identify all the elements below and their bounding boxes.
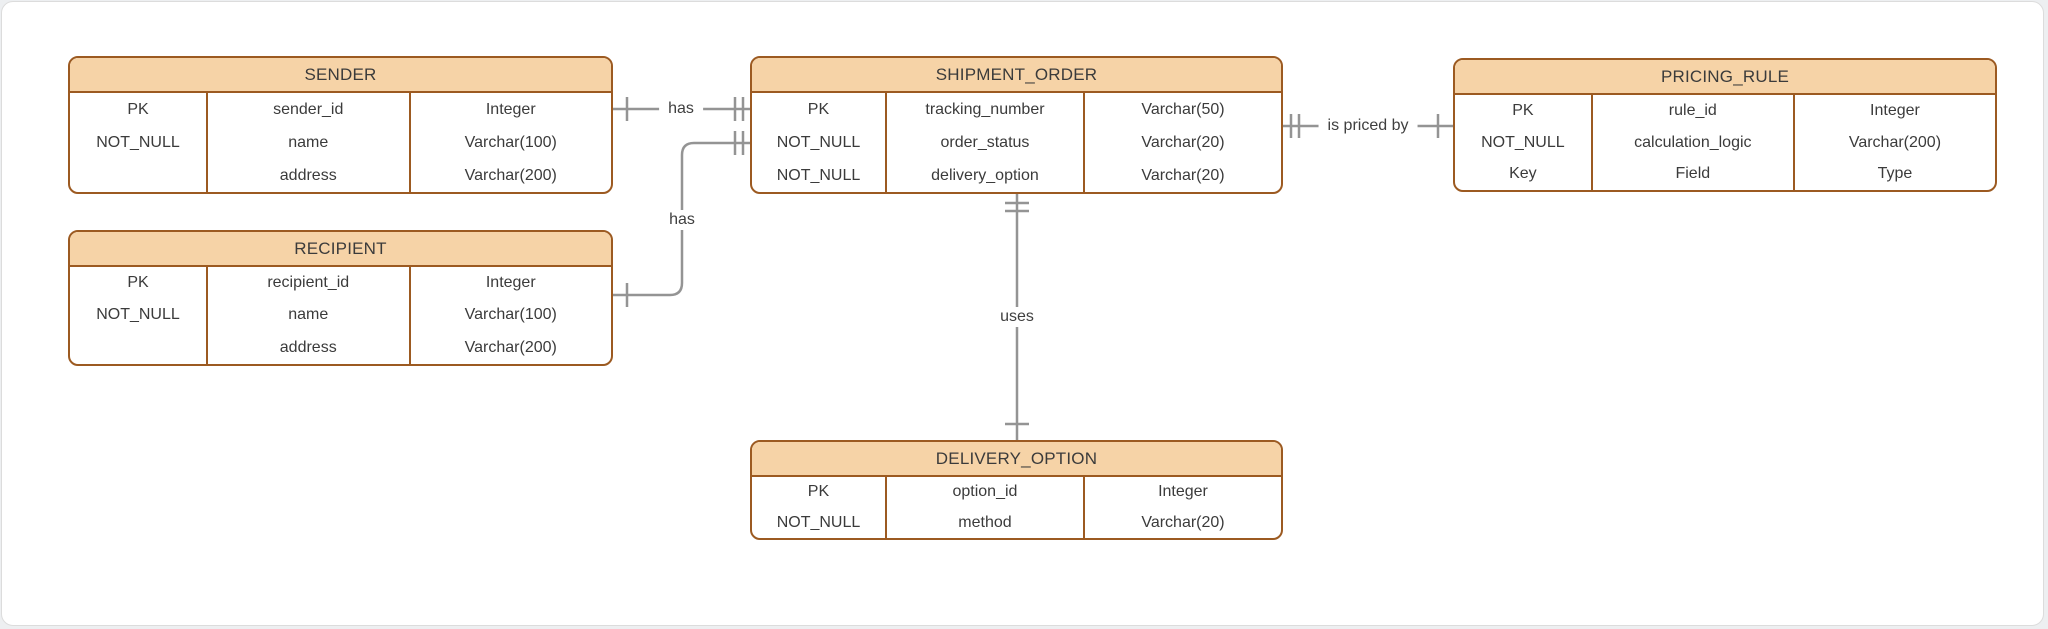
entity-pricing-rule[interactable]: PRICING_RULE PK NOT_NULL Key rule_id cal… — [1453, 58, 1997, 192]
cardinality-double-tick — [1005, 201, 1029, 213]
key-cell: NOT_NULL — [776, 166, 861, 184]
field-cell: address — [279, 166, 337, 184]
key-cell: NOT_NULL — [776, 513, 861, 531]
key-cell: PK — [127, 100, 149, 118]
type-cell: Varchar(100) — [464, 306, 557, 324]
cardinality-double-tick — [733, 97, 745, 121]
field-cell: address — [279, 338, 337, 356]
type-cell: Integer — [1870, 101, 1920, 119]
column-keys: PK NOT_NULL Key — [1455, 95, 1591, 190]
column-types: Integer Varchar(100) Varchar(200) — [408, 267, 612, 364]
column-keys: PK NOT_NULL NOT_NULL — [752, 93, 885, 192]
field-cell: recipient_id — [267, 274, 350, 292]
column-fields: recipient_id name address — [206, 267, 409, 364]
key-cell: PK — [127, 274, 149, 292]
field-cell: sender_id — [273, 100, 344, 118]
entity-recipient-body: PK NOT_NULL recipient_id name address In… — [70, 267, 611, 364]
type-cell: Varchar(200) — [464, 338, 557, 356]
field-cell: Field — [1675, 165, 1711, 183]
field-cell: name — [288, 133, 329, 151]
type-cell: Varchar(50) — [1141, 100, 1225, 118]
column-types: Integer Varchar(100) Varchar(200) — [408, 93, 612, 192]
cardinality-double-tick — [1289, 114, 1301, 138]
type-cell: Varchar(20) — [1141, 513, 1225, 531]
column-keys: PK NOT_NULL — [70, 267, 206, 364]
entity-delivery-option-title: DELIVERY_OPTION — [752, 442, 1281, 477]
type-cell: Integer — [485, 274, 536, 292]
key-cell: NOT_NULL — [776, 133, 861, 151]
field-cell: calculation_logic — [1634, 133, 1752, 151]
column-fields: option_id method — [884, 477, 1083, 538]
field-cell: option_id — [952, 483, 1018, 501]
column-fields: tracking_number order_status delivery_op… — [884, 93, 1083, 192]
column-keys: PK NOT_NULL — [70, 93, 206, 192]
type-cell: Integer — [1158, 483, 1208, 501]
type-cell: Varchar(200) — [464, 166, 557, 184]
type-cell: Varchar(20) — [1141, 166, 1225, 184]
key-cell: PK — [1512, 101, 1534, 119]
column-fields: rule_id calculation_logic Field — [1590, 95, 1793, 190]
entity-delivery-option-body: PK NOT_NULL option_id method Integer Var… — [752, 477, 1281, 538]
field-cell: tracking_number — [925, 100, 1045, 118]
relationship-label-recipient-has[interactable]: has — [660, 210, 704, 230]
entity-shipment-order[interactable]: SHIPMENT_ORDER PK NOT_NULL NOT_NULL trac… — [750, 56, 1283, 194]
entity-shipment-order-title: SHIPMENT_ORDER — [752, 58, 1281, 93]
cardinality-double-tick — [733, 131, 745, 155]
type-cell: Varchar(20) — [1141, 133, 1225, 151]
entity-sender-title: SENDER — [70, 58, 611, 93]
entity-recipient-title: RECIPIENT — [70, 232, 611, 267]
entity-delivery-option[interactable]: DELIVERY_OPTION PK NOT_NULL option_id me… — [750, 440, 1283, 540]
type-cell: Varchar(100) — [464, 133, 557, 151]
relationship-label-uses[interactable]: uses — [991, 307, 1043, 327]
type-cell: Integer — [485, 100, 536, 118]
column-types: Varchar(50) Varchar(20) Varchar(20) — [1082, 93, 1281, 192]
key-cell: NOT_NULL — [1481, 133, 1565, 151]
type-cell: Type — [1877, 165, 1913, 183]
relationship-label-is-priced-by[interactable]: is priced by — [1318, 116, 1418, 136]
key-cell: Key — [1509, 165, 1537, 183]
key-cell: PK — [807, 100, 830, 118]
entity-pricing-rule-title: PRICING_RULE — [1455, 60, 1995, 95]
field-cell: name — [288, 306, 329, 324]
column-keys: PK NOT_NULL — [752, 477, 885, 538]
relationship-label-sender-has[interactable]: has — [659, 99, 703, 119]
key-cell: PK — [807, 483, 830, 501]
entity-recipient[interactable]: RECIPIENT PK NOT_NULL recipient_id name … — [68, 230, 613, 366]
field-cell: rule_id — [1668, 101, 1717, 119]
key-cell — [70, 332, 206, 364]
key-cell — [70, 159, 206, 192]
field-cell: method — [958, 513, 1012, 531]
key-cell: NOT_NULL — [96, 306, 180, 324]
field-cell: order_status — [940, 133, 1030, 151]
column-types: Integer Varchar(200) Type — [1792, 95, 1995, 190]
field-cell: delivery_option — [931, 166, 1039, 184]
key-cell: NOT_NULL — [96, 133, 180, 151]
entity-shipment-order-body: PK NOT_NULL NOT_NULL tracking_number ord… — [752, 93, 1281, 192]
entity-sender[interactable]: SENDER PK NOT_NULL sender_id name addres… — [68, 56, 613, 194]
column-fields: sender_id name address — [206, 93, 409, 192]
entity-pricing-rule-body: PK NOT_NULL Key rule_id calculation_logi… — [1455, 95, 1995, 190]
column-types: Integer Varchar(20) — [1082, 477, 1281, 538]
type-cell: Varchar(200) — [1848, 133, 1942, 151]
entity-sender-body: PK NOT_NULL sender_id name address Integ… — [70, 93, 611, 192]
